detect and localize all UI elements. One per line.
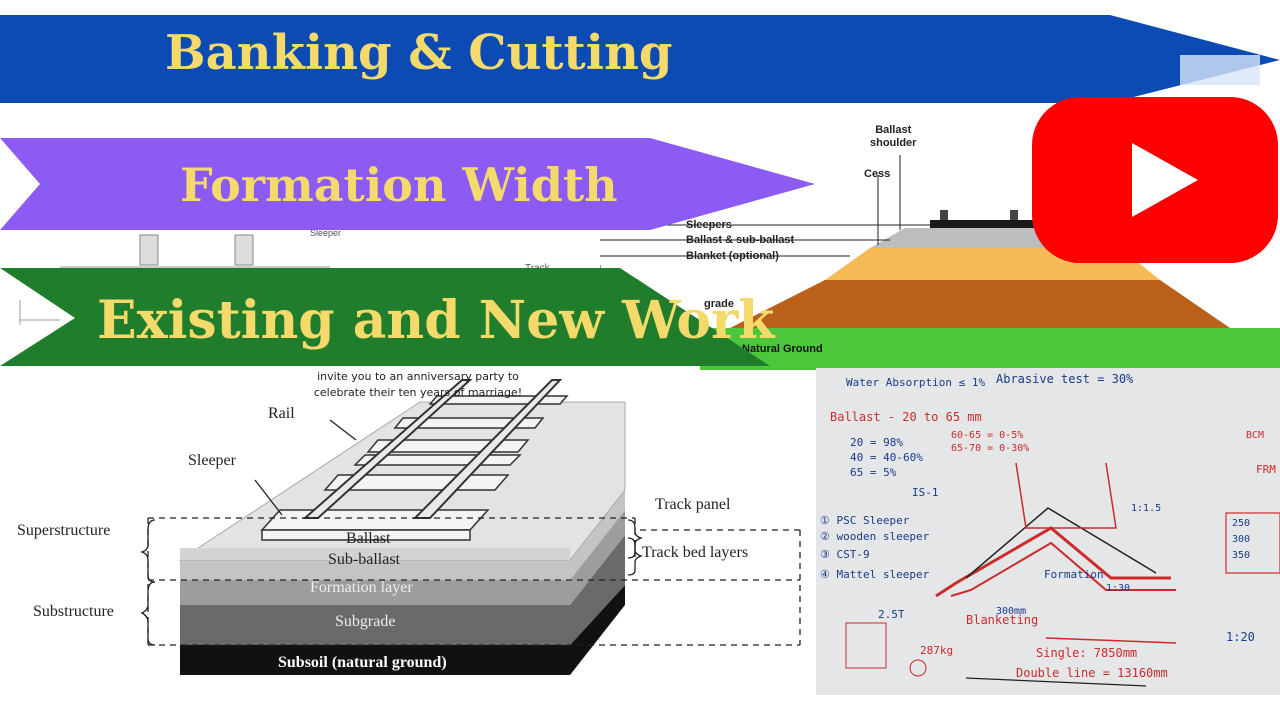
track-structure-diagram: Rail Sleeper Track panel Track bed layer… [0,370,815,720]
banner-purple: Formation Width [0,138,820,230]
sleeper-bar [930,220,1050,228]
subgrade-label: grade [704,298,734,310]
rail-right [1010,210,1018,220]
wb-line-10: ① PSC Sleeper [820,514,910,527]
youtube-logo[interactable] [1030,95,1280,265]
wb-line-22: 287kg [920,644,954,657]
banner-title-banking-cutting: Banking & Cutting [165,25,673,81]
wb-line-15: Formation [1044,568,1104,581]
whiteboard-photo: Water Absorption ≤ 1% Abrasive test = 30… [816,368,1280,695]
wb-line-20: Double line = 13160mm [1016,666,1168,680]
wb-line-18: 300mm [996,606,1027,617]
banner-purple-shape [0,138,815,230]
youtube-play-icon [1032,97,1278,263]
natural-ground-label: Natural Ground [742,343,823,355]
rail-left [940,210,948,220]
wb-line-28: 350 [1232,550,1251,561]
wb-line-11: ② wooden sleeper [820,530,930,543]
banner-title-formation-width: Formation Width [180,158,618,212]
background-track-sketch-svg [19,234,330,325]
wb-line-6: 20 = 98% [850,436,903,449]
wb-line-4: 60-65 = 0-5% [951,430,1024,441]
subsoil-label: Subsoil (natural ground) [278,654,447,671]
subgrade-label-2: Subgrade [335,613,396,630]
track-structure-svg [139,379,801,675]
whiteboard-sketch [845,462,1280,687]
wb-line-17: 1:1.5 [1131,503,1162,514]
sleepers-label: Sleepers [686,219,732,231]
sub-ballast-label: Sub-ballast [328,551,400,568]
sleeper-small-label: Sleeper [310,228,342,238]
wb-line-24: BCM [1246,430,1265,441]
wb-line-5: 65-70 = 0-30% [951,443,1030,454]
wb-line-23: 1:20 [1226,630,1255,644]
banner-title-existing-new-work: Existing and New Work [97,290,775,351]
substructure-label: Substructure [33,603,114,620]
wb-line-12: ③ CST-9 [820,548,870,561]
overlay-invitation-text: invite you to an anniversary party to ce… [313,370,523,399]
wb-line-16: 1:30 [1106,583,1131,594]
wb-line-25: FRM [1256,463,1276,476]
natural-ground-layer [700,328,1280,370]
blanket-label: Blanket (optional) [686,250,779,262]
wb-line-7: 40 = 40-60% [850,451,923,464]
ballast-shoulder-label: Ballast shoulder [870,124,917,149]
wb-line-14: Blanketing [966,613,1039,627]
subgrade-layer [730,280,1230,328]
superstructure-label: Superstructure [17,522,111,539]
cess-label: Cess [864,168,891,180]
banner-blue: Banking & Cutting [0,15,1280,105]
wb-line-8: 65 = 5% [850,466,897,479]
ballast-label: Ballast [346,530,391,547]
wb-line-26: 250 [1232,518,1251,529]
track-bed-layers-label: Track bed layers [642,544,749,561]
banner-blue-shape [0,15,1280,103]
wb-line-27: 300 [1232,534,1251,545]
wb-line-21: 2.5T [878,608,905,621]
banner-green-shape [0,268,770,366]
wb-line-9: IS-1 [912,486,939,499]
wb-line-3: Ballast - 20 to 65 mm [830,410,982,424]
wb-line-13: ④ Mattel sleeper [820,568,930,581]
banner-green: Existing and New Work [0,268,780,368]
wb-line-2: Abrasive test = 30% [996,372,1134,386]
wb-line-19: Single: 7850mm [1036,646,1138,660]
rail-label: Rail [268,405,295,422]
formation-layer-label: Formation layer [310,579,413,596]
ballast-sub-ballast-label: Ballast & sub-ballast [686,234,795,246]
sleeper-label: Sleeper [188,452,236,469]
wb-line-1: Water Absorption ≤ 1% [846,376,986,389]
track-panel-label: Track panel [655,496,731,513]
